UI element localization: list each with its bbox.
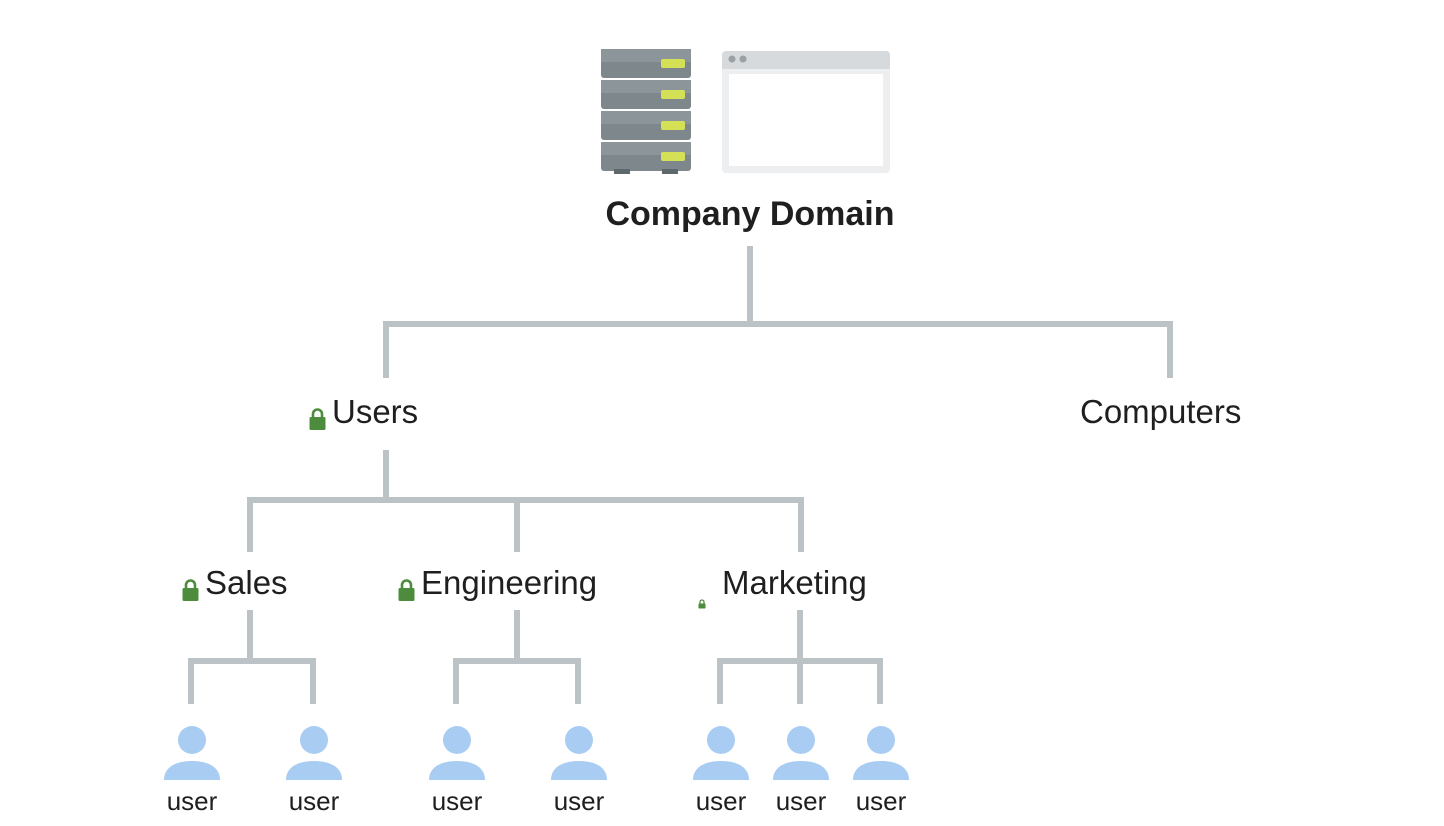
node-users-label: Users <box>332 393 419 430</box>
connector-root <box>383 246 1173 378</box>
node-marketing: Marketing <box>696 563 867 609</box>
connector-users <box>247 450 804 552</box>
node-engineering-label: Engineering <box>421 564 598 601</box>
node-marketing-label: Marketing <box>722 564 867 601</box>
user-icon <box>164 726 220 780</box>
user-icon <box>286 726 342 780</box>
user-icon <box>551 726 607 780</box>
user-label-sales-1: user <box>166 786 218 816</box>
node-sales-label: Sales <box>205 564 288 601</box>
lock-icon <box>309 400 326 430</box>
user-label-marketing-1: user <box>695 786 747 816</box>
node-computers-label: Computers <box>1080 393 1242 430</box>
connector-marketing <box>717 610 883 704</box>
lock-icon <box>698 578 706 609</box>
connector-sales <box>188 610 316 704</box>
server-rack-icon <box>601 49 691 174</box>
node-engineering: Engineering <box>398 563 597 603</box>
connector-engineering <box>453 610 581 704</box>
user-icon <box>429 726 485 780</box>
user-label-sales-2: user <box>288 786 340 816</box>
node-computers: Computers <box>1080 392 1241 432</box>
user-label-marketing-2: user <box>775 786 827 816</box>
user-label-engineering-2: user <box>553 786 605 816</box>
user-icon <box>773 726 829 780</box>
user-label-engineering-1: user <box>431 786 483 816</box>
user-icon <box>693 726 749 780</box>
user-label-marketing-3: user <box>855 786 907 816</box>
company-domain-label: Company Domain <box>605 195 895 233</box>
browser-window-icon <box>722 51 890 173</box>
node-sales: Sales <box>182 563 288 603</box>
lock-icon <box>182 571 199 601</box>
node-users: Users <box>309 392 418 432</box>
user-icon <box>853 726 909 780</box>
lock-icon <box>398 571 415 601</box>
